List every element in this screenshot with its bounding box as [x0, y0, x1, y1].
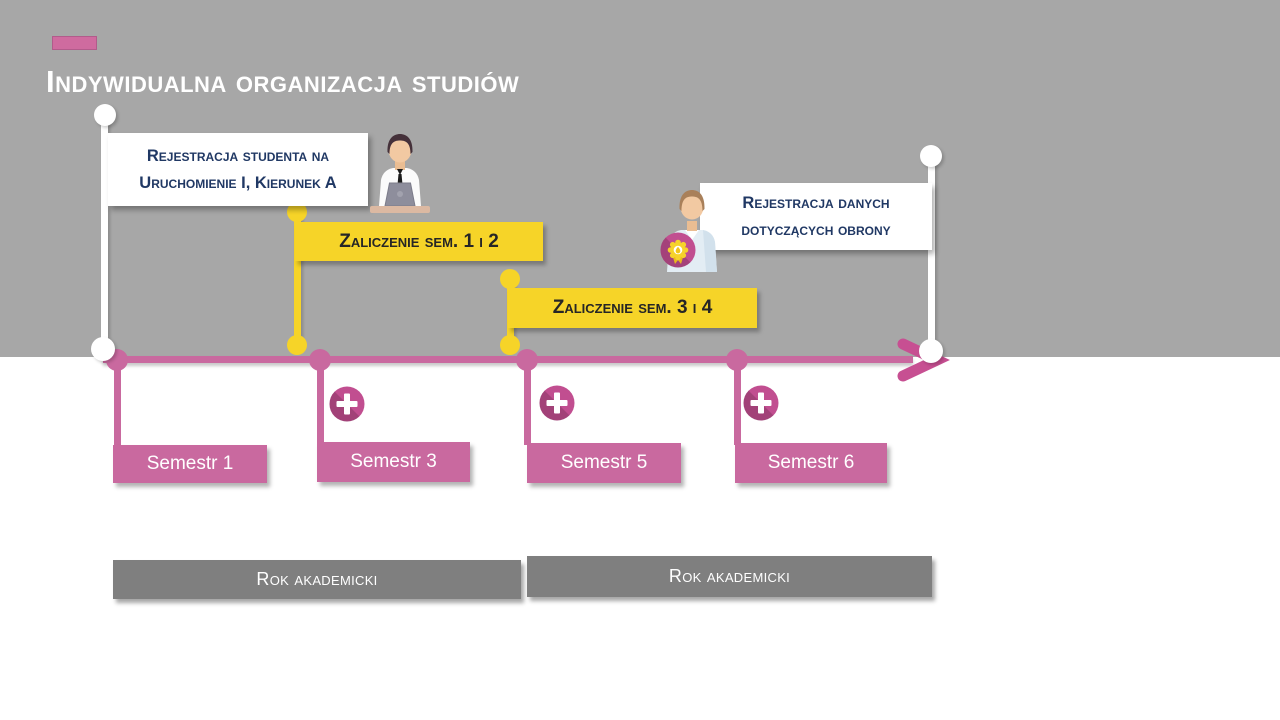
- white-node-right-bottom: [919, 339, 943, 363]
- plus-icon: [539, 385, 575, 421]
- slide-title: Indywidualna organizacja studiów: [46, 64, 520, 99]
- semester-box-5: Semestr 5: [527, 443, 681, 483]
- semester-connector-3: [317, 358, 324, 445]
- white-node-right-top: [920, 145, 942, 167]
- callout-line-1: Rejestracja studenta na: [146, 146, 330, 165]
- timeline-node-sem6: [726, 349, 748, 371]
- semester-label: Semestr 5: [560, 452, 648, 473]
- callout-zaliczenie-sem-3-4: Zaliczenie sem. 3 i 4: [508, 288, 757, 328]
- academic-year-bar-1: Rok akademicki: [113, 560, 521, 599]
- event-stem-right: [928, 156, 935, 353]
- callout-registration-start: Rejestracja studenta na Uruchomienie I, …: [108, 133, 368, 206]
- title-accent-bar: [52, 36, 97, 50]
- plus-icon: [329, 386, 365, 422]
- yellow-node-top-1: [287, 202, 307, 222]
- yellow-node-bottom-1: [287, 335, 307, 355]
- year-bar-label: Rok akademicki: [668, 566, 791, 586]
- callout-label: Zaliczenie sem. 3 i 4: [552, 297, 713, 318]
- callout-zaliczenie-sem-1-2: Zaliczenie sem. 1 i 2: [295, 222, 543, 261]
- semester-label: Semestr 3: [350, 451, 437, 472]
- student-laptop-icon: [370, 134, 430, 213]
- yellow-node-bottom-2: [500, 335, 520, 355]
- semester-box-1: Semestr 1: [113, 445, 267, 483]
- timeline-axis: [103, 356, 913, 363]
- semester-connector-6: [734, 358, 741, 445]
- semester-box-3: Semestr 3: [317, 442, 470, 482]
- semester-box-6: Semestr 6: [735, 443, 887, 483]
- callout-line-2: dotyczących obrony: [741, 220, 891, 239]
- white-node-left-bottom: [91, 337, 115, 361]
- timeline-node-sem5: [516, 349, 538, 371]
- event-stem-yellow-1: [294, 212, 301, 348]
- callout-line-1: Rejestracja danych: [742, 193, 890, 212]
- semester-label: Semestr 6: [767, 452, 855, 473]
- callout-line-2: Uruchomienie I, Kierunek A: [139, 173, 337, 192]
- event-stem-left: [101, 115, 108, 351]
- plus-icon: [743, 385, 779, 421]
- graduate-medal-icon: [660, 190, 717, 272]
- callout-label: Zaliczenie sem. 1 i 2: [339, 230, 499, 252]
- white-node-left-top: [94, 104, 116, 126]
- callout-defense-data: Rejestracja danych dotyczących obrony: [700, 183, 932, 250]
- semester-connector-5: [524, 358, 531, 445]
- timeline-node-sem3: [309, 349, 331, 371]
- semester-label: Semestr 1: [146, 453, 234, 474]
- semester-connector-1: [114, 358, 121, 448]
- year-bar-label: Rok akademicki: [256, 569, 378, 589]
- yellow-node-top-2: [500, 269, 520, 289]
- academic-year-bar-2: Rok akademicki: [527, 556, 932, 597]
